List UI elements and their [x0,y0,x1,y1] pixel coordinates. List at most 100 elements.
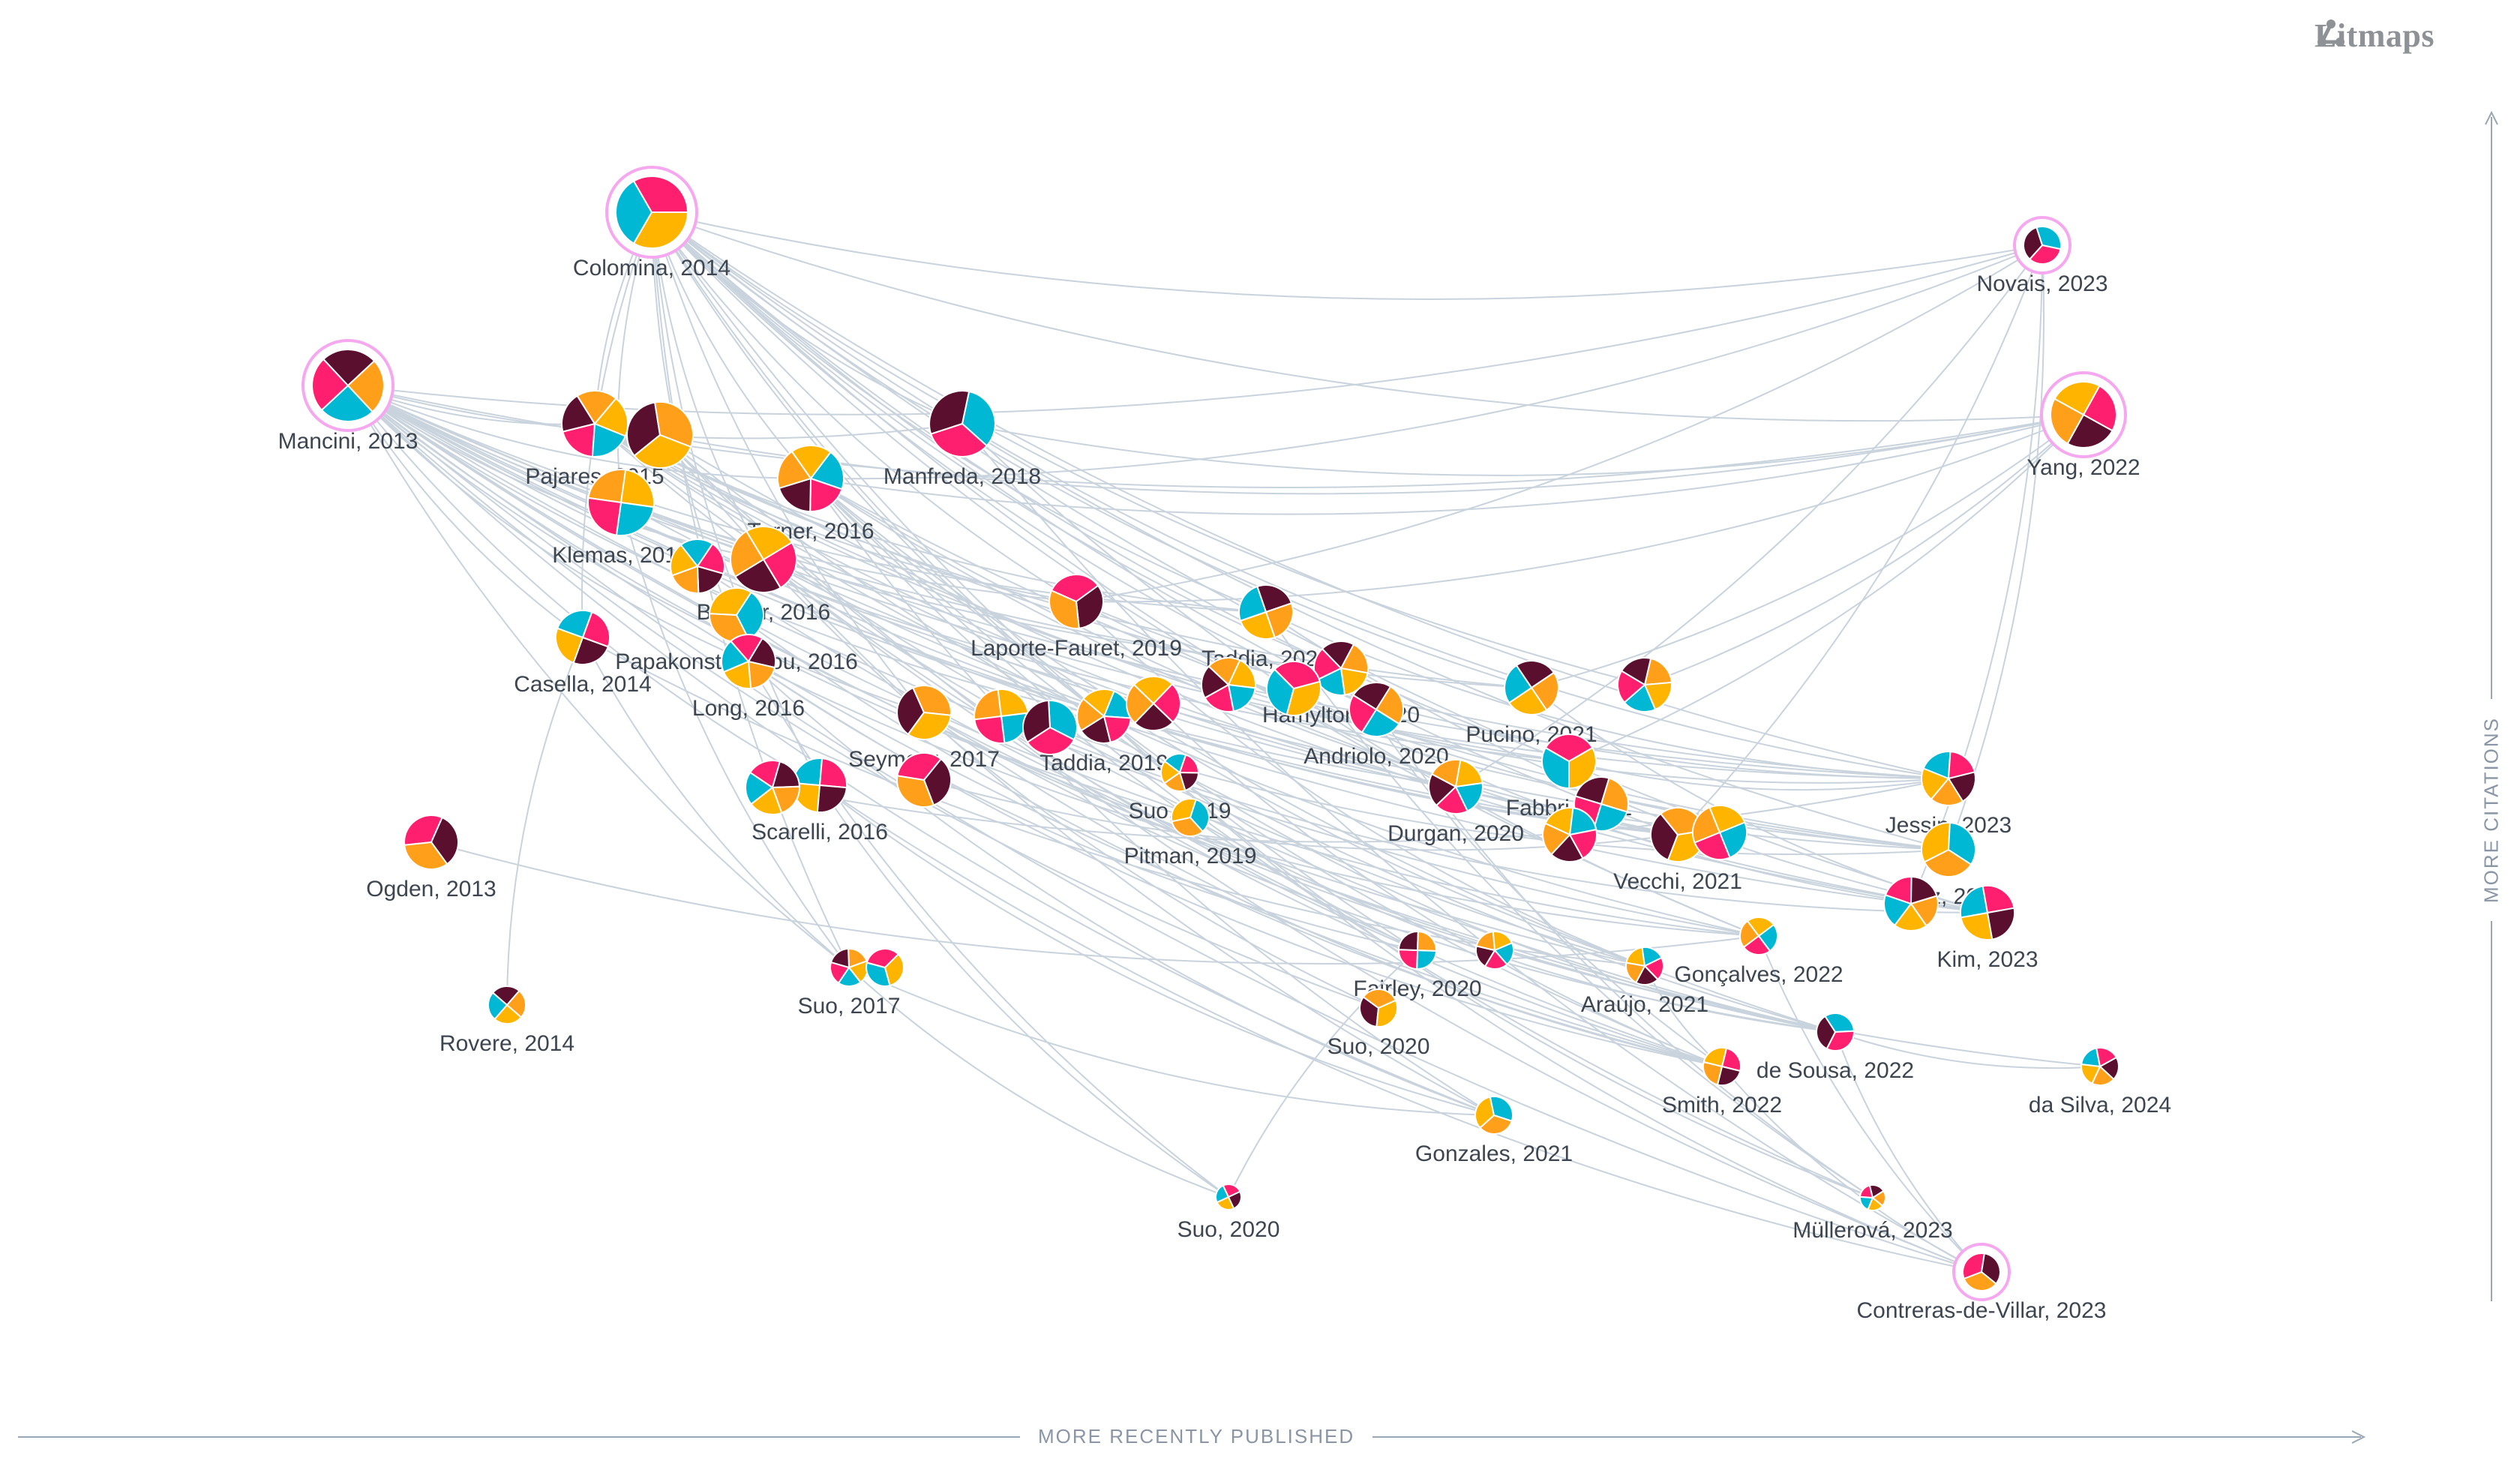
node-label[interactable]: Suo, 2017 [798,994,901,1018]
paper-node-scarelli3[interactable] [896,752,952,808]
paper-node-suo2020b[interactable]: Suo, 2020 [1178,1184,1280,1242]
paper-node-durgan[interactable]: Durgan, 2020 [1388,758,1524,846]
node-label[interactable]: Contreras-de-Villar, 2023 [1857,1298,2107,1323]
node-label[interactable]: da Silva, 2024 [2029,1093,2171,1118]
node-label[interactable]: Pitman, 2019 [1124,844,1257,868]
paper-node-goncalves[interactable]: Gonçalves, 2022 [1674,916,1844,987]
paper-node-araujo[interactable]: Araújo, 2021 [1581,946,1708,1017]
node-label[interactable]: Novais, 2023 [1976,272,2108,296]
node-label[interactable]: Suo, 2020 [1178,1217,1280,1242]
node-label[interactable]: Gonzales, 2021 [1415,1142,1573,1166]
node-slice [866,948,900,969]
paper-node-contreras[interactable]: Contreras-de-Villar, 2023 [1857,1243,2107,1323]
paper-node-fairley2[interactable] [1475,931,1514,970]
node-label[interactable]: Vecchi, 2021 [1613,869,1742,894]
node-label[interactable]: de Sousa, 2022 [1756,1058,1914,1083]
node-slice [1493,941,1514,966]
paper-node-colomina[interactable]: Colomina, 2014 [573,166,730,280]
node-label[interactable]: Ogden, 2013 [366,877,496,902]
citation-edge [763,559,1379,1009]
citation-edge [848,967,1229,1198]
paper-node-pajares[interactable]: Pajares, 2015 [525,390,664,489]
paper-node-seymour2[interactable] [974,688,1029,744]
node-label[interactable]: Colomina, 2014 [573,256,730,280]
paper-node-pitman[interactable]: Pitman, 2019 [1124,797,1257,868]
paper-node-suo2017b[interactable] [866,948,904,987]
paper-node-taddia2020[interactable]: Taddia, 2020 [1202,584,1330,671]
paper-node-hamylton2[interactable] [1265,660,1322,717]
paper-node-manfreda[interactable]: Manfreda, 2018 [884,390,1041,489]
node-slice [1508,686,1548,716]
paper-node-vecchi3[interactable] [1542,807,1598,863]
paper-node-klemas[interactable]: Klemas, 2015 [552,468,690,568]
paper-node-mancini[interactable]: Mancini, 2013 [278,339,418,454]
node-label[interactable]: Durgan, 2020 [1388,821,1524,846]
node-label[interactable]: Klemas, 2015 [552,543,689,568]
node-label[interactable]: Taddia, 2019 [1040,751,1168,776]
citation-edge [697,566,1836,1033]
paper-node-kim2[interactable] [1883,875,1939,932]
node-label[interactable]: Mancini, 2013 [278,429,418,454]
citation-edge [347,385,1982,1273]
node-label[interactable]: Smith, 2022 [1662,1093,1782,1118]
paper-node-mullerova[interactable]: Müllerová, 2023 [1792,1184,1953,1243]
paper-node-dasilva[interactable]: da Silva, 2024 [2029,1047,2171,1118]
node-label[interactable]: Long, 2016 [692,696,805,721]
paper-node-smith[interactable]: Smith, 2022 [1662,1047,1782,1118]
citation-edge [651,212,1646,686]
paper-node-yang[interactable]: Yang, 2022 [2026,371,2140,480]
paper-node-suo2017[interactable]: Suo, 2017 [798,947,901,1018]
paper-node-taddia2019c[interactable] [1126,676,1181,731]
paper-node-andriolo2[interactable] [1200,657,1256,712]
node-slice [620,469,656,508]
node-label[interactable]: Laporte-Fauret, 2019 [970,636,1182,661]
paper-node-suo2020a[interactable]: Suo, 2020 [1328,988,1430,1059]
paper-node-ogden[interactable]: Ogden, 2013 [366,814,496,902]
node-label[interactable]: Yang, 2022 [2026,455,2140,480]
node-label[interactable]: Rovere, 2014 [440,1031,574,1056]
paper-node-andriolo[interactable]: Andriolo, 2020 [1304,682,1449,769]
node-label[interactable]: Andriolo, 2020 [1304,744,1448,769]
citation-edge [1568,414,2084,762]
paper-node-taddia2019b[interactable] [1022,699,1078,755]
paper-node-taddia2019[interactable]: Taddia, 2019 [1040,688,1168,776]
node-label[interactable]: Gonçalves, 2022 [1674,962,1843,987]
node-slice [1340,643,1370,674]
node-label[interactable]: Manfreda, 2018 [884,464,1041,489]
citation-edge [1076,414,2084,603]
paper-node-rovere[interactable]: Rovere, 2014 [440,986,574,1056]
citation-edge [1758,935,1982,1273]
paper-node-desousa[interactable]: de Sousa, 2022 [1756,1012,1914,1083]
citation-edge [962,423,1982,1273]
litmaps-brand[interactable]: Litmaps [2314,16,2434,55]
paper-node-gonzales[interactable]: Gonzales, 2021 [1415,1095,1573,1166]
paper-node-laporte[interactable]: Laporte-Fauret, 2019 [970,574,1182,661]
node-label[interactable]: Müllerová, 2023 [1792,1218,1952,1243]
node-slice [1815,1015,1837,1050]
paper-node-vecchi2[interactable] [1691,804,1748,861]
node-label[interactable]: Scarelli, 2016 [752,820,888,844]
paper-node-pucino2[interactable] [1617,656,1673,712]
paper-node-pajares2[interactable] [626,400,694,470]
paper-node-fabbri2[interactable] [1574,776,1629,832]
citation-edge [763,559,1949,850]
paper-node-long[interactable]: Long, 2016 [692,634,805,721]
node-slice [2066,413,2114,448]
paper-node-scarelli2[interactable] [745,760,801,815]
paper-node-casella[interactable]: Casella, 2014 [514,610,652,697]
paper-node-brunier2[interactable] [670,538,725,595]
node-label[interactable]: Suo, 2020 [1328,1034,1430,1059]
node-slice [1980,1252,2001,1286]
paper-node-novais[interactable]: Novais, 2023 [1976,216,2108,296]
node-slice [896,686,926,736]
citation-edge [347,385,812,479]
node-slice [1574,776,1610,806]
paper-node-kim[interactable]: Kim, 2023 [1936,884,2038,972]
node-label[interactable]: Casella, 2014 [514,672,651,697]
node-label[interactable]: Kim, 2023 [1936,947,2038,972]
node-label[interactable]: Araújo, 2021 [1581,992,1708,1017]
paper-node-pucino[interactable]: Pucino, 2021 [1466,660,1598,747]
